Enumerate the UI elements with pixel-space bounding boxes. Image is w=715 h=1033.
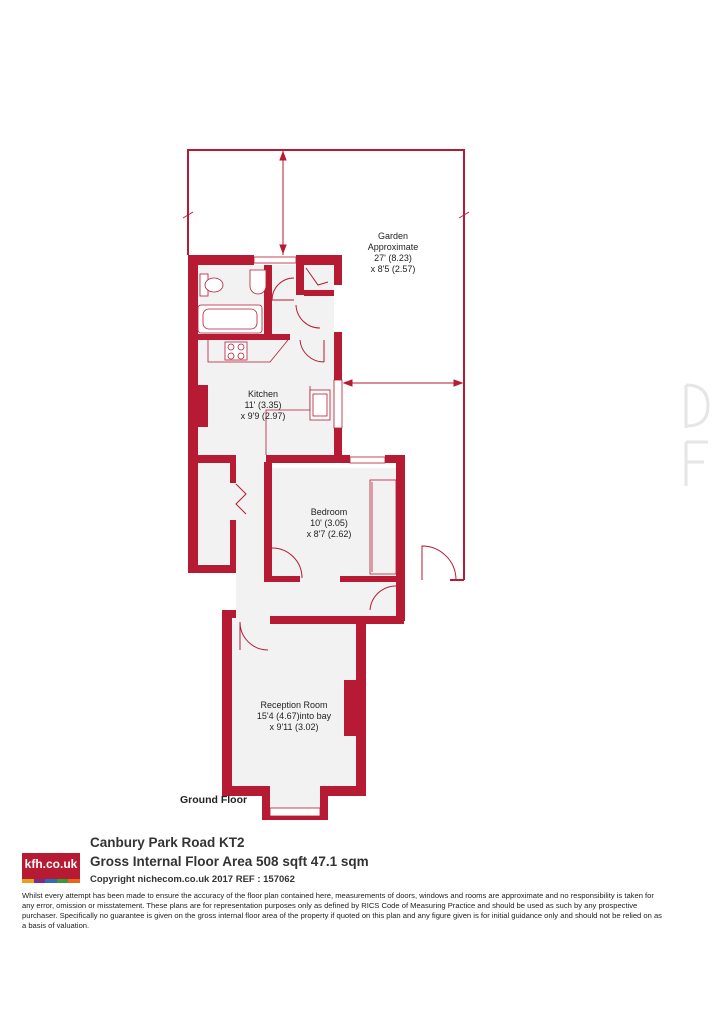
logo-stripe-segment [56, 879, 69, 883]
logo-stripe-segment [22, 879, 34, 883]
bedroom-dim2: x 8'7 (2.62) [307, 529, 352, 539]
reception-label: Reception Room 15'4 (4.67)into bay x 9'1… [257, 700, 332, 732]
copyright-line: Copyright nichecom.co.uk 2017 REF : 1570… [90, 874, 295, 885]
watermark-mark [684, 383, 710, 486]
disclaimer-text: Whilst every attempt has been made to en… [22, 891, 662, 929]
reception-name: Reception Room [260, 700, 327, 710]
garden-dim1: 27' (8.23) [374, 253, 412, 263]
windows [253, 256, 386, 817]
logo-stripe-segment [45, 879, 57, 883]
logo-text: kfh.co.uk [24, 857, 78, 871]
kitchen-dim1: 11' (3.35) [244, 400, 281, 410]
logo-stripe-segment [33, 879, 46, 883]
bedroom-dim1: 10' (3.05) [310, 518, 348, 528]
garden-outline [187, 149, 465, 581]
garden-label: Garden Approximate 27' (8.23) x 8'5 (2.5… [368, 231, 419, 274]
logo-stripe-segment [68, 879, 80, 883]
garden-dimension-arrows [182, 150, 470, 387]
kitchen-name: Kitchen [248, 389, 278, 399]
bedroom-label: Bedroom 10' (3.05) x 8'7 (2.62) [307, 507, 352, 539]
kitchen-label: Kitchen 11' (3.35) x 9'9 (2.97) [241, 389, 286, 421]
property-address: Canbury Park Road KT2 [90, 835, 245, 850]
floor-label: Ground Floor [180, 794, 247, 806]
logo-stripe [22, 879, 80, 883]
floor-area: Gross Internal Floor Area 508 sqft 47.1 … [90, 854, 369, 869]
reception-dim1: 15'4 (4.67)into bay [257, 711, 332, 721]
door-swings [235, 267, 457, 651]
reception-dim2: x 9'11 (3.02) [269, 722, 318, 732]
garden-dim2: x 8'5 (2.57) [371, 264, 416, 274]
brand-logo: kfh.co.uk [22, 853, 80, 883]
kitchen-dim2: x 9'9 (2.97) [241, 411, 286, 421]
garden-name: Garden [378, 231, 408, 241]
garden-approx: Approximate [368, 242, 419, 252]
kitchen-fittings [207, 339, 331, 455]
floor-areas [198, 265, 404, 809]
bedroom-wardrobe [369, 479, 397, 575]
bathroom-fittings [197, 269, 267, 334]
bedroom-name: Bedroom [311, 507, 348, 517]
